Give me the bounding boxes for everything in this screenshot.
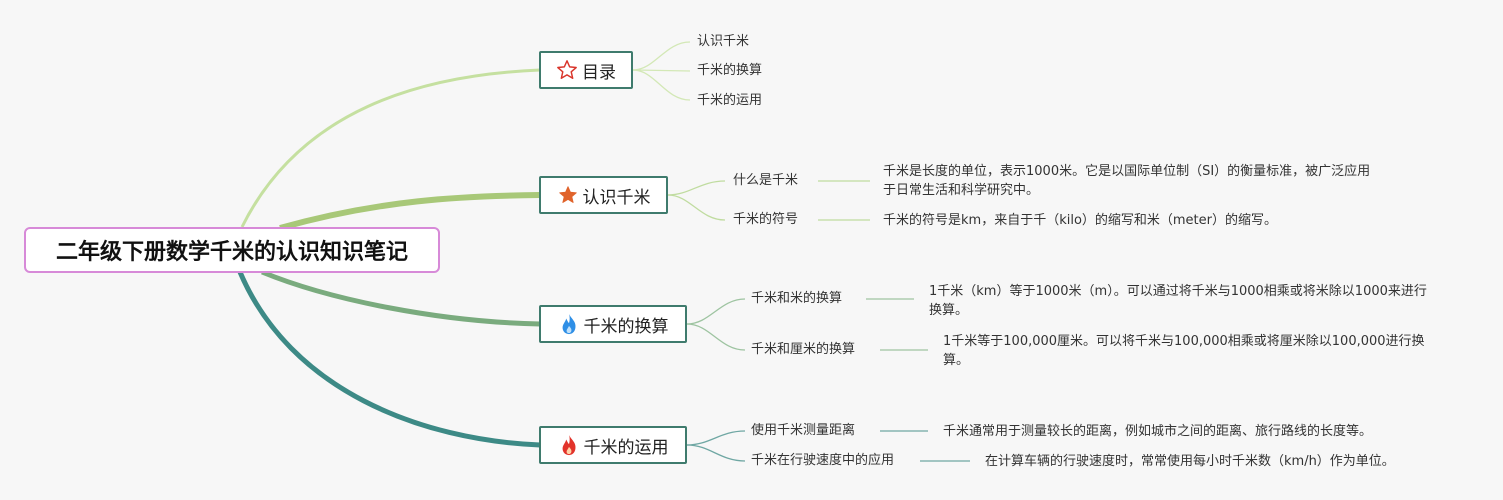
detail-text: 千米是长度的单位，表示1000米。它是以国际单位制（SI）的衡量标准，被广泛应用… bbox=[883, 164, 1371, 198]
toc-item[interactable]: 千米的运用 bbox=[697, 93, 763, 108]
star-filled-icon bbox=[557, 184, 579, 206]
root-node[interactable]: 二年级下册数学千米的认识知识笔记 bbox=[24, 227, 440, 273]
connector-root-branch-3 bbox=[261, 269, 541, 327]
connector-root-branch-4 bbox=[237, 271, 541, 448]
toc-item[interactable]: 认识千米 bbox=[697, 34, 750, 49]
connector-b2-c2 bbox=[667, 194, 726, 221]
flame-blue-icon bbox=[558, 313, 580, 335]
detail-text: 千米通常用于测量较长的距离，例如城市之间的距离、旅行路线的长度等。 bbox=[943, 424, 1373, 439]
connector-b1-c1 bbox=[632, 41, 691, 71]
branch-label: 目录 bbox=[582, 62, 616, 83]
detail-text: 在计算车辆的行驶速度时，常常使用每小时千米数（km/h）作为单位。 bbox=[985, 454, 1395, 469]
star-outline-icon bbox=[556, 59, 578, 81]
connector-root-branch-2 bbox=[279, 192, 541, 231]
connector-b4-c1 bbox=[686, 430, 746, 446]
connector-b1-c2 bbox=[632, 69, 691, 72]
connector-b3-c2 bbox=[686, 323, 746, 351]
subtopic-label[interactable]: 千米在行驶速度中的应用 bbox=[751, 453, 895, 468]
subtopic-label[interactable]: 什么是千米 bbox=[733, 173, 799, 188]
branch-label: 认识千米 bbox=[582, 187, 651, 208]
root-title: 二年级下册数学千米的认识知识笔记 bbox=[55, 240, 408, 265]
toc-item[interactable]: 千米的换算 bbox=[697, 63, 763, 78]
detail-text: 千米的符号是km，来自于千（kilo）的缩写和米（meter）的缩写。 bbox=[883, 213, 1277, 228]
subtopic-label[interactable]: 千米和厘米的换算 bbox=[751, 342, 856, 357]
flame-red-icon bbox=[558, 434, 580, 456]
branch-node-toc[interactable]: 目录 bbox=[539, 51, 633, 89]
detail-text: 1千米等于100,000厘米。可以将千米与100,000相乘或将厘米除以100,… bbox=[943, 334, 1425, 368]
detail-text: 1千米（km）等于1000米（m）。可以通过将千米与1000相乘或将米除以100… bbox=[929, 284, 1427, 318]
subtopic-label[interactable]: 千米的符号 bbox=[733, 212, 799, 227]
subtopic-label[interactable]: 使用千米测量距离 bbox=[751, 423, 856, 438]
branch-node-km-conversion[interactable]: 千米的换算 bbox=[539, 305, 687, 343]
branch-label: 千米的换算 bbox=[583, 316, 669, 337]
branch-node-understand-km[interactable]: 认识千米 bbox=[539, 176, 668, 214]
connector-b1-c3 bbox=[632, 69, 691, 101]
connector-root-branch-1 bbox=[240, 68, 541, 228]
connector-b3-c1 bbox=[686, 298, 746, 325]
connector-b4-c2 bbox=[686, 444, 746, 462]
connector-b2-c1 bbox=[667, 180, 726, 196]
branch-node-km-usage[interactable]: 千米的运用 bbox=[539, 426, 687, 464]
branch-label: 千米的运用 bbox=[583, 437, 669, 458]
subtopic-label[interactable]: 千米和米的换算 bbox=[751, 291, 843, 306]
